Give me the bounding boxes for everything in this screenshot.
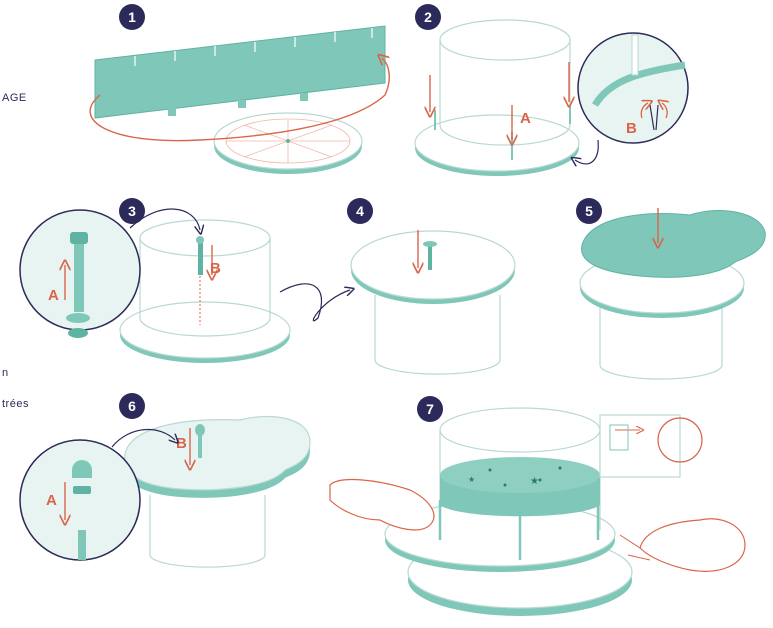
step6-panel: B A [19,415,311,568]
step-number-4: 4 [347,198,373,224]
step7-panel: ★ ★ [329,407,746,616]
step3-panel: B A [19,208,350,363]
step-number-5: 5 [576,198,602,224]
label-step3-b: B [210,260,221,277]
label-step6-a: A [46,492,57,509]
step-number-2: 2 [415,4,441,30]
label-step3-a: A [48,287,59,304]
label-step2-b: B [626,120,637,137]
label-step2-a: A [520,110,531,127]
step1-panel [89,25,390,174]
step-number-1: 1 [119,4,145,30]
step5-panel [579,208,766,380]
side-text-3: trées [2,398,29,410]
step-number-3: 3 [119,198,145,224]
step2-panel: A B [414,19,689,176]
side-text-1: AGE [2,92,27,104]
svg-text:★: ★ [468,475,475,484]
label-step6-b: B [176,435,187,452]
step-number-6: 6 [119,393,145,419]
step4-panel [350,230,516,375]
svg-text:★: ★ [530,476,539,487]
side-text-2: n [2,367,9,379]
step-number-7: 7 [417,396,443,422]
